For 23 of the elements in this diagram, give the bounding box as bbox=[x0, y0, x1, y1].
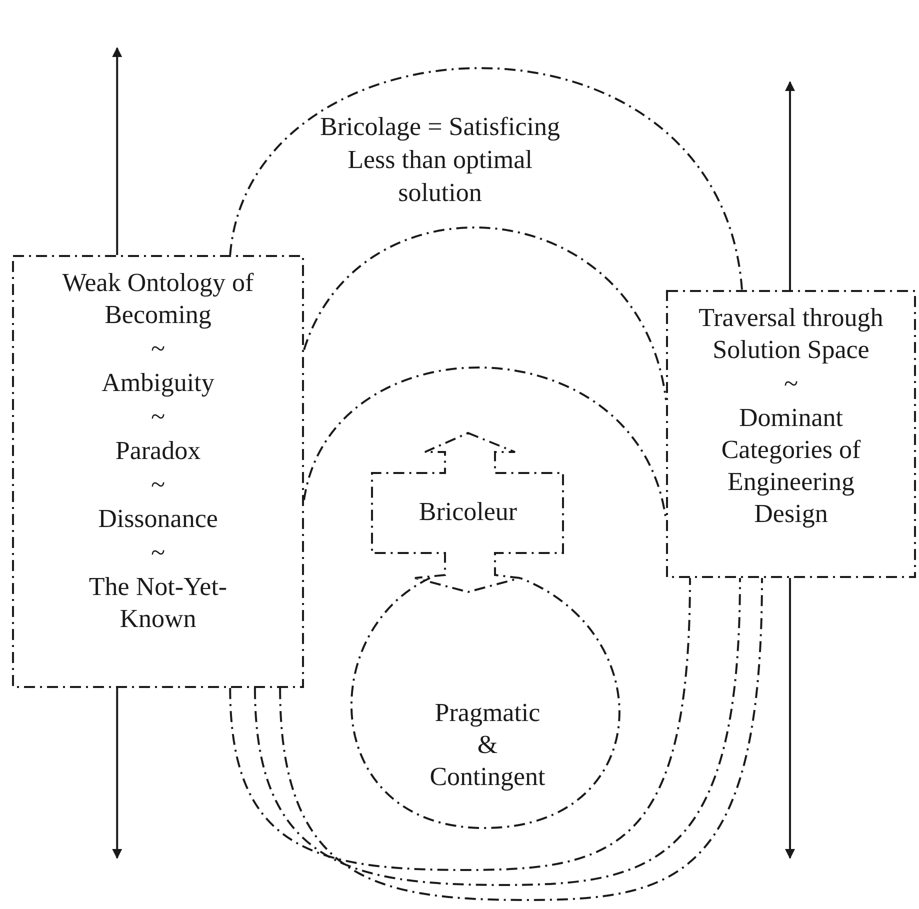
node-label: ~ bbox=[150, 401, 166, 433]
arrow bbox=[112, 47, 122, 255]
arrow bbox=[785, 578, 795, 859]
node-label: Dominant Categories of Engineering Design bbox=[720, 402, 862, 530]
arrow bbox=[785, 81, 795, 290]
node-label: ~ bbox=[150, 537, 166, 569]
node-label: ~ bbox=[784, 368, 798, 400]
annotation-text: Less than optimal solution bbox=[346, 144, 534, 209]
node-label: Pragmatic & Contingent bbox=[428, 697, 546, 793]
annotation-text: Bricolage = Satisficing bbox=[320, 111, 560, 143]
node-label: Traversal through Solution Space bbox=[698, 302, 884, 366]
node-label: The Not-Yet-Known bbox=[88, 571, 228, 635]
node-label: ~ bbox=[150, 333, 166, 365]
node-label: ~ bbox=[150, 469, 166, 501]
connector-curve bbox=[229, 578, 691, 871]
node-label: Weak Ontology of Becoming bbox=[61, 267, 255, 331]
arrow bbox=[112, 688, 122, 859]
node-label: Ambiguity bbox=[102, 367, 214, 399]
connector-curve bbox=[229, 67, 743, 290]
node-label: Paradox bbox=[115, 435, 201, 467]
node-label: Bricoleur bbox=[418, 496, 518, 528]
connector-curve bbox=[303, 227, 667, 400]
node-label: Dissonance bbox=[98, 503, 218, 535]
